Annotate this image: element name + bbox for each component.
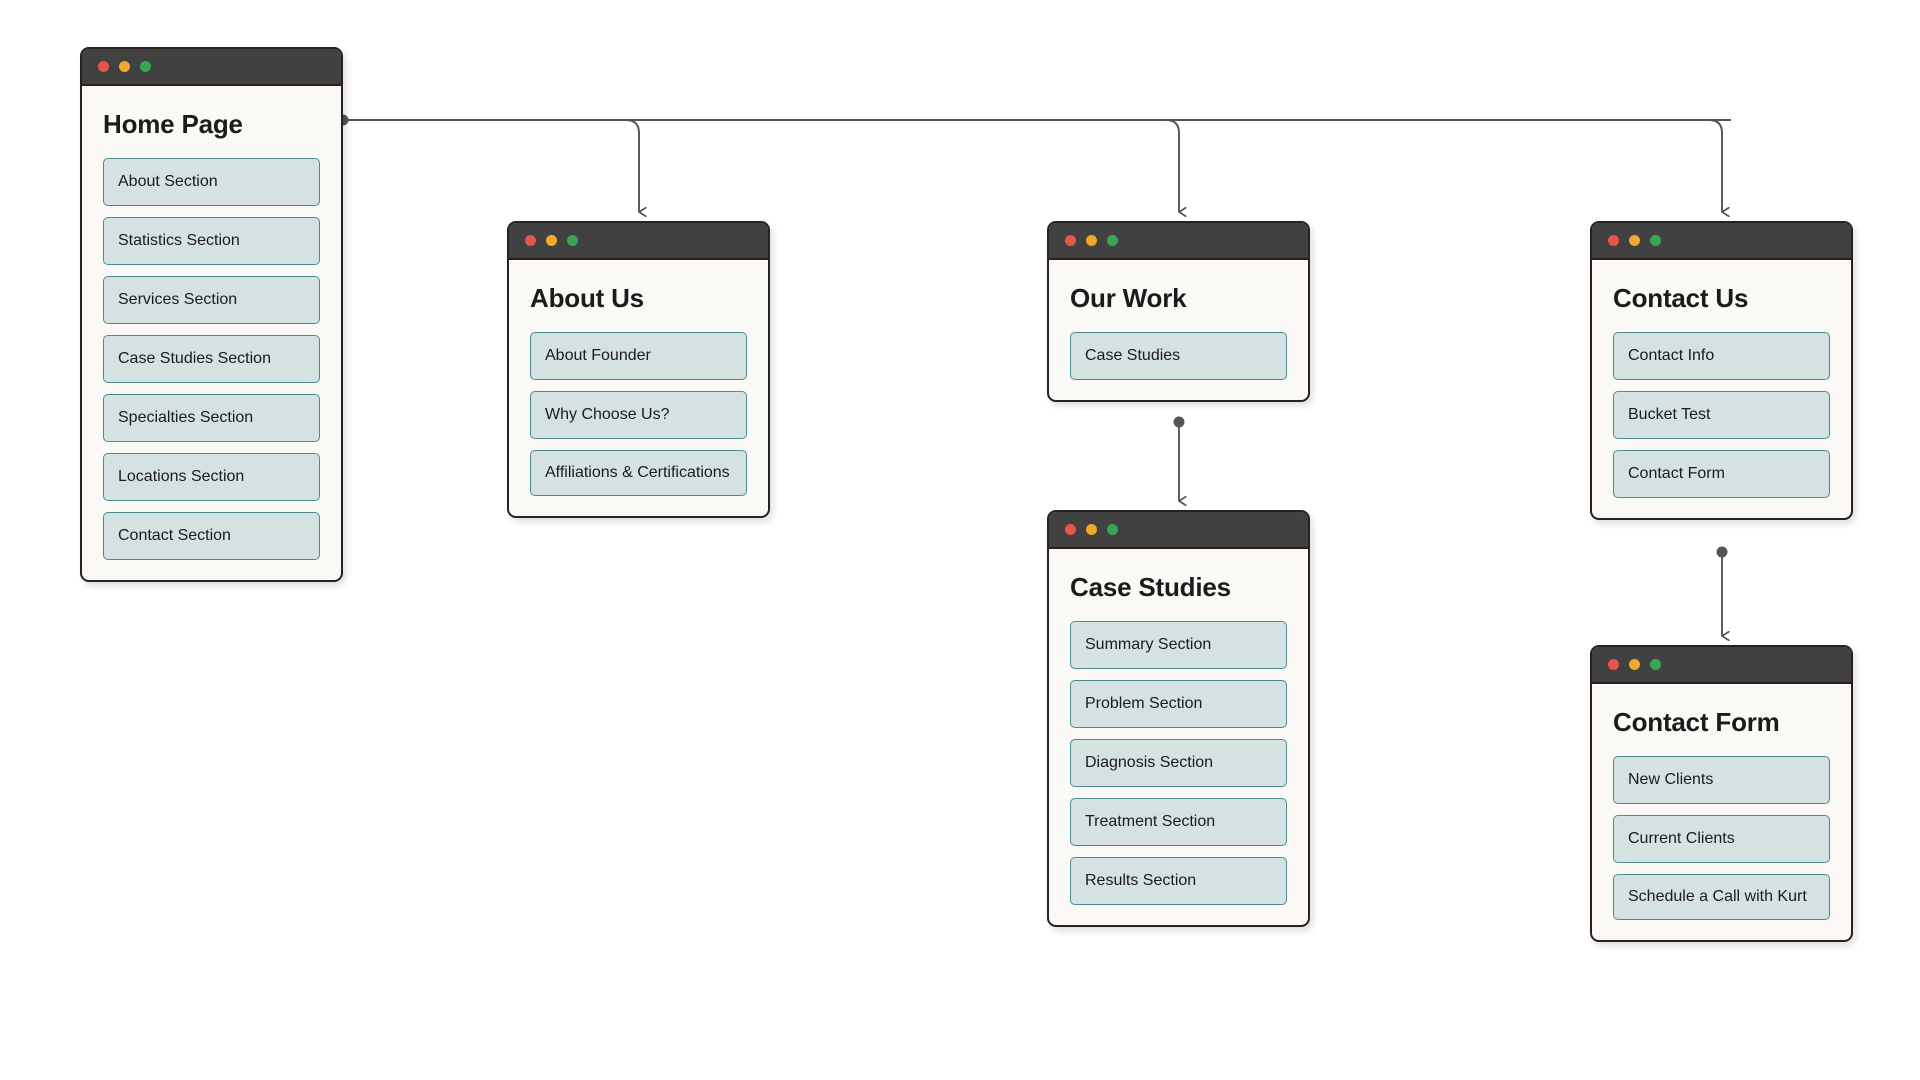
maximize-dot-icon[interactable] <box>1107 235 1118 246</box>
window-titlebar <box>1592 223 1851 260</box>
section-pill[interactable]: Treatment Section <box>1070 797 1287 846</box>
window-titlebar <box>1049 223 1308 260</box>
maximize-dot-icon[interactable] <box>567 235 578 246</box>
section-pill[interactable]: Why Choose Us? <box>530 390 747 439</box>
section-pill[interactable]: Locations Section <box>103 452 320 501</box>
window-titlebar <box>1592 647 1851 684</box>
section-pill[interactable]: About Section <box>103 157 320 206</box>
connector-home-to-about <box>343 119 639 212</box>
window-titlebar <box>1049 512 1308 549</box>
card-body: Contact Us Contact Info Bucket Test Cont… <box>1592 260 1851 518</box>
section-pill[interactable]: Case Studies <box>1070 331 1287 380</box>
section-pill[interactable]: Problem Section <box>1070 679 1287 728</box>
section-pill[interactable]: Services Section <box>103 275 320 324</box>
section-pill[interactable]: Diagnosis Section <box>1070 738 1287 787</box>
section-pill[interactable]: Schedule a Call with Kurt <box>1613 873 1830 920</box>
maximize-dot-icon[interactable] <box>140 61 151 72</box>
minimize-dot-icon[interactable] <box>1086 235 1097 246</box>
section-pill[interactable]: About Founder <box>530 331 747 380</box>
minimize-dot-icon[interactable] <box>546 235 557 246</box>
close-dot-icon[interactable] <box>1608 235 1619 246</box>
section-pill[interactable]: Contact Section <box>103 511 320 560</box>
card-about-us[interactable]: About Us About Founder Why Choose Us? Af… <box>507 221 770 518</box>
card-contact-form[interactable]: Contact Form New Clients Current Clients… <box>1590 645 1853 942</box>
card-body: Contact Form New Clients Current Clients… <box>1592 684 1851 940</box>
card-title: Our Work <box>1070 283 1187 313</box>
connector-home-trunk <box>337 114 1731 126</box>
card-contact-us[interactable]: Contact Us Contact Info Bucket Test Cont… <box>1590 221 1853 520</box>
close-dot-icon[interactable] <box>1065 524 1076 535</box>
connector-contactus-to-contactform <box>1716 546 1728 637</box>
minimize-dot-icon[interactable] <box>1086 524 1097 535</box>
card-our-work[interactable]: Our Work Case Studies <box>1047 221 1310 402</box>
card-body: Home Page About Section Statistics Secti… <box>82 86 341 580</box>
section-pill[interactable]: Affiliations & Certifications <box>530 449 747 496</box>
minimize-dot-icon[interactable] <box>119 61 130 72</box>
close-dot-icon[interactable] <box>1608 659 1619 670</box>
card-body: About Us About Founder Why Choose Us? Af… <box>509 260 768 516</box>
maximize-dot-icon[interactable] <box>1650 235 1661 246</box>
minimize-dot-icon[interactable] <box>1629 235 1640 246</box>
section-pill[interactable]: Summary Section <box>1070 620 1287 669</box>
card-title: About Us <box>530 283 644 313</box>
section-pill[interactable]: Bucket Test <box>1613 390 1830 439</box>
card-title: Contact Form <box>1613 707 1780 737</box>
maximize-dot-icon[interactable] <box>1650 659 1661 670</box>
section-pill[interactable]: Results Section <box>1070 856 1287 905</box>
section-pill[interactable]: Case Studies Section <box>103 334 320 383</box>
card-title: Home Page <box>103 109 243 139</box>
section-pill[interactable]: Statistics Section <box>103 216 320 265</box>
card-body: Case Studies Summary Section Problem Sec… <box>1049 549 1308 925</box>
card-title: Case Studies <box>1070 572 1231 602</box>
window-titlebar <box>509 223 768 260</box>
close-dot-icon[interactable] <box>1065 235 1076 246</box>
maximize-dot-icon[interactable] <box>1107 524 1118 535</box>
card-title: Contact Us <box>1613 283 1749 313</box>
card-home-page[interactable]: Home Page About Section Statistics Secti… <box>80 47 343 582</box>
card-body: Our Work Case Studies <box>1049 260 1308 400</box>
close-dot-icon[interactable] <box>98 61 109 72</box>
minimize-dot-icon[interactable] <box>1629 659 1640 670</box>
connector-home-to-contactus <box>343 119 1722 212</box>
close-dot-icon[interactable] <box>525 235 536 246</box>
connector-ourwork-to-casestudies <box>1173 416 1185 502</box>
section-pill[interactable]: Contact Form <box>1613 449 1830 498</box>
card-case-studies[interactable]: Case Studies Summary Section Problem Sec… <box>1047 510 1310 927</box>
section-pill[interactable]: Specialties Section <box>103 393 320 442</box>
section-pill[interactable]: Contact Info <box>1613 331 1830 380</box>
window-titlebar <box>82 49 341 86</box>
section-pill[interactable]: New Clients <box>1613 755 1830 804</box>
section-pill[interactable]: Current Clients <box>1613 814 1830 863</box>
connector-home-to-ourwork <box>343 119 1179 212</box>
